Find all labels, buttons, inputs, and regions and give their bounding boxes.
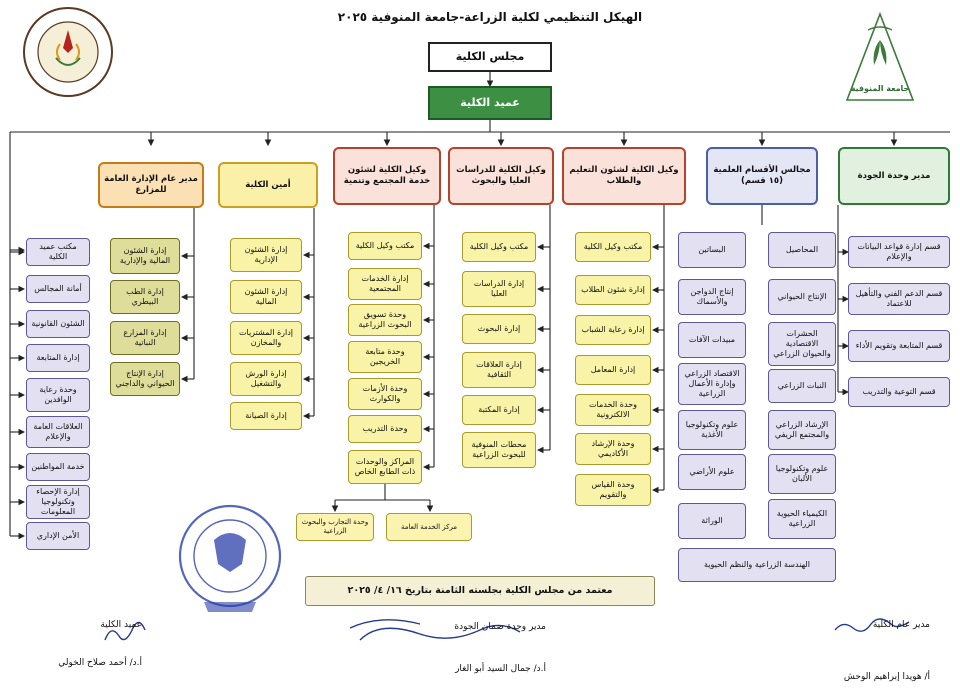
department-item: الوراثة xyxy=(678,503,746,539)
postgrad-unit-item: مكتب وكيل الكلية xyxy=(462,232,536,262)
dean-office-unit-item: الأمن الإداري xyxy=(26,522,90,550)
signature-scribble-right xyxy=(834,618,910,632)
secretary-unit-item: إدارة الصيانة xyxy=(230,402,302,430)
students-unit-item: إدارة المعامل xyxy=(575,355,651,385)
official-stamp xyxy=(178,504,282,612)
postgrad-unit-item: محطات المنوفية للبحوث الزراعية xyxy=(462,432,536,468)
community-unit-item: وحدة تسويق البحوث الزراعية xyxy=(348,304,422,336)
faculty-seal-logo xyxy=(23,7,113,97)
department-item-wide: الهندسة الزراعية والنظم الحيوية xyxy=(678,548,836,582)
community-unit-item: المراكز والوحدات ذات الطابع الخاص xyxy=(348,450,422,484)
department-item: النبات الزراعي xyxy=(768,369,836,403)
community-unit-item: وحدة الأزمات والكوارث xyxy=(348,378,422,410)
signature-role: عميد الكلية xyxy=(100,620,142,630)
head-department-councils: مجالس الأقسام العلمية (١٥ قسم) xyxy=(706,147,818,205)
farms-unit-item: إدارة الطب البيطري xyxy=(110,280,180,314)
dean-office-unit-item: إدارة المتابعة xyxy=(26,344,90,372)
signature-name: أ/ هويدا إبراهيم الوحش xyxy=(843,672,930,682)
postgrad-unit-item: إدارة العلاقات الثقافية xyxy=(462,352,536,388)
head-vice-dean-students: وكيل الكلية لشئون التعليم والطلاب xyxy=(562,147,686,205)
postgrad-unit-item: إدارة الدراسات العليا xyxy=(462,271,536,307)
special-center-item: مركز الخدمة العامة xyxy=(386,513,472,541)
dean-office-unit-item: خدمة المواطنين xyxy=(26,453,90,481)
signature-scribble-middle xyxy=(349,619,521,641)
dean-office-unit-item: مكتب عميد الكلية xyxy=(26,238,90,266)
quality-unit-item: قسم الدعم الفني والتأهيل للاعتماد xyxy=(848,283,950,315)
community-unit-item: وحدة التدريب xyxy=(348,415,422,443)
department-item: إنتاج الدواجن والأسماك xyxy=(678,279,746,315)
head-vice-dean-community: وكيل الكلية لشئون خدمة المجتمع وتنمية xyxy=(333,147,441,205)
department-item: علوم الأراضي xyxy=(678,454,746,490)
postgrad-unit-item: إدارة البحوث xyxy=(462,314,536,344)
connector-lines xyxy=(9,72,950,540)
postgrad-unit-item: إدارة المكتبة xyxy=(462,395,536,425)
department-item: الحشرات الاقتصادية والحيوان الزراعي xyxy=(768,322,836,366)
signature-name: أ.د/ أحمد صلاح الخولي xyxy=(58,658,142,668)
signature-scribble-left xyxy=(104,621,146,641)
community-unit-item: مكتب وكيل الكلية xyxy=(348,232,422,260)
students-unit-item: وحدة القياس والتقويم xyxy=(575,474,651,506)
head-quality-unit: مدير وحدة الجودة xyxy=(838,147,950,205)
university-logo-text: جامعة المنوفية xyxy=(850,84,910,93)
department-item: المحاصيل xyxy=(768,232,836,268)
community-unit-item: وحدة متابعة الخريجين xyxy=(348,341,422,373)
signature-role: مدير عام الكلية xyxy=(872,620,930,630)
dean-office-unit-item: إدارة الإحصاء وتكنولوجيا المعلومات xyxy=(26,485,90,519)
special-center-item: وحدة التجارب والبحوث الزراعية xyxy=(296,513,374,541)
department-item: الإنتاج الحيواني xyxy=(768,279,836,315)
signature-role: مدير وحدة ضمان الجودة xyxy=(454,622,546,632)
department-item: الإرشاد الزراعي والمجتمع الريفي xyxy=(768,410,836,450)
dean-office-unit-item: الشئون القانونية xyxy=(26,310,90,338)
students-unit-item: مكتب وكيل الكلية xyxy=(575,232,651,262)
department-item: الكيمياء الحيوية الزراعية xyxy=(768,499,836,539)
page-title: الهيكل التنظيمي لكلية الزراعة-جامعة المن… xyxy=(337,10,643,24)
farms-unit-item: إدارة الشئون المالية والإدارية xyxy=(110,238,180,274)
department-item: علوم وتكنولوجيا الألبان xyxy=(768,454,836,494)
students-unit-item: وحدة الخدمات الالكترونية xyxy=(575,394,651,426)
approval-banner: معتمد من مجلس الكلية بجلسته الثامنة بتار… xyxy=(305,576,655,606)
students-unit-item: وحدة الإرشاد الأكاديمي xyxy=(575,433,651,465)
secretary-unit-item: إدارة المشتريات والمخازن xyxy=(230,321,302,355)
head-vice-dean-postgrad: وكيل الكلية للدراسات العليا والبحوث xyxy=(448,147,554,205)
community-unit-item: إدارة الخدمات المجتمعية xyxy=(348,268,422,300)
department-item: البساتين xyxy=(678,232,746,268)
farms-unit-item: إدارة المزارع النباتية xyxy=(110,321,180,355)
quality-unit-item: قسم التوعية والتدريب xyxy=(848,377,950,407)
head-farms-director: مدير عام الإدارة العامة للمزارع xyxy=(98,162,204,208)
dean-box: عميد الكلية xyxy=(428,86,552,120)
quality-unit-item: قسم المتابعة وتقويم الأداء xyxy=(848,330,950,362)
dean-office-unit-item: أمانة المجالس xyxy=(26,275,90,303)
department-item: الاقتصاد الزراعي وإدارة الأعمال الزراعية xyxy=(678,363,746,405)
quality-unit-item: قسم إدارة قواعد البيانات والإعلام xyxy=(848,236,950,268)
secretary-unit-item: إدارة الشئون المالية xyxy=(230,280,302,314)
students-unit-item: إدارة شئون الطلاب xyxy=(575,275,651,305)
university-logo xyxy=(845,11,915,101)
head-college-secretary: أمين الكلية xyxy=(218,162,318,208)
students-unit-item: إدارة رعاية الشباب xyxy=(575,315,651,345)
dean-office-unit-item: العلاقات العامة والإعلام xyxy=(26,416,90,448)
college-council-box: مجلس الكلية xyxy=(428,42,552,72)
dean-office-unit-item: وحدة رعاية الوافدين xyxy=(26,378,90,412)
secretary-unit-item: إدارة الشئون الإدارية xyxy=(230,238,302,272)
farms-unit-item: إدارة الإنتاج الحيواني والداجني xyxy=(110,362,180,396)
department-item: مبيدات الآفات xyxy=(678,322,746,358)
signature-name: أ.د/ جمال السيد أبو الغار xyxy=(455,664,546,674)
secretary-unit-item: إدارة الورش والتشغيل xyxy=(230,362,302,396)
department-item: علوم وتكنولوجيا الأغذية xyxy=(678,410,746,450)
